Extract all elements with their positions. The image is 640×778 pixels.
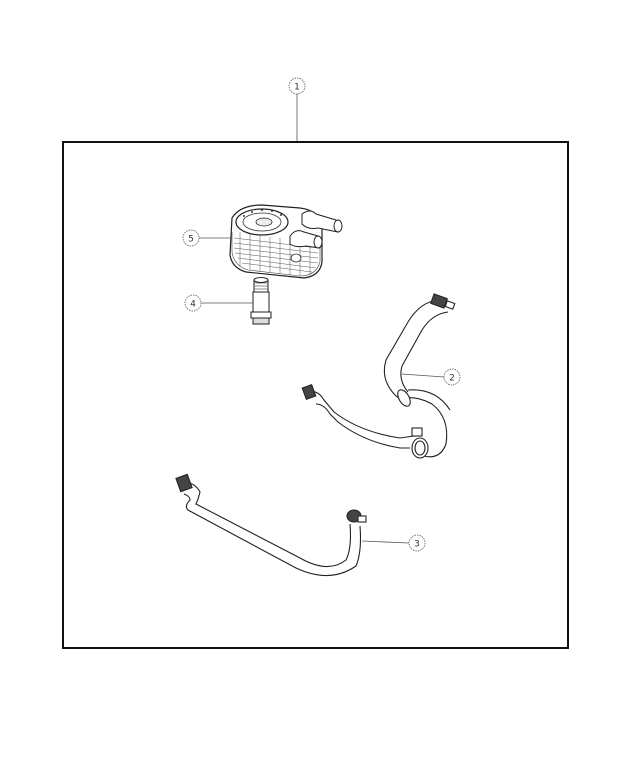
callout-3-label: 3	[414, 540, 420, 550]
callout-1: 1	[288, 77, 306, 142]
callout-3: 3	[361, 534, 426, 552]
connector-part	[250, 277, 272, 325]
assembly-frame	[62, 141, 569, 649]
callout-2: 2	[401, 368, 461, 386]
callout-2-label: 2	[449, 374, 455, 384]
lower-hose-part	[175, 473, 367, 577]
callout-4-label: 4	[190, 300, 196, 310]
callout-4: 4	[184, 294, 253, 312]
callout-1-label: 1	[294, 83, 300, 93]
callout-5: 5	[182, 229, 232, 247]
upper-hose-part	[301, 293, 456, 459]
callout-5-label: 5	[188, 235, 194, 245]
oil-cooler-part	[229, 204, 343, 279]
